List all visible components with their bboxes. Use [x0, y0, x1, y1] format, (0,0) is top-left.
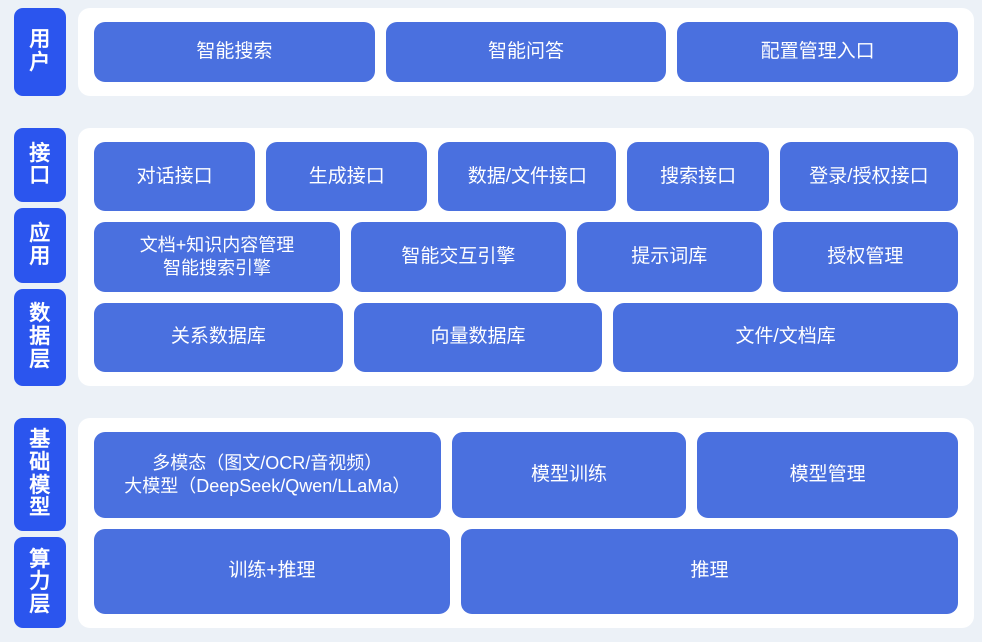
box-prompt-library[interactable]: 提示词库 [576, 222, 762, 292]
box-smart-qa[interactable]: 智能问答 [385, 22, 667, 82]
tab-column-base: 基础模型 算力层 [14, 418, 66, 629]
section-middle: 接口 应用 数据层 对话接口 生成接口 数据/文件接口 搜索接口 登录/授权接口… [0, 120, 982, 394]
tab-column-user: 用户 [14, 8, 66, 96]
row-model: 多模态（图文/OCR/音视频） 大模型（DeepSeek/Qwen/LLaMa）… [94, 432, 958, 518]
layer-tab-interface-label: 接口 [29, 141, 51, 188]
box-config-management-entry[interactable]: 配置管理入口 [677, 22, 959, 82]
layer-tab-data[interactable]: 数据层 [14, 288, 66, 386]
row-compute: 训练+推理 推理 [94, 528, 958, 614]
panel-user: 智能搜索 智能问答 配置管理入口 [78, 8, 974, 96]
row-application: 文档+知识内容管理 智能搜索引擎 智能交互引擎 提示词库 授权管理 [94, 222, 959, 292]
box-smart-search[interactable]: 智能搜索 [94, 22, 375, 82]
box-doc-knowledge-management-line2: 智能搜索引擎 [162, 257, 271, 278]
box-vector-database[interactable]: 向量数据库 [353, 302, 603, 372]
layer-tab-foundation-model[interactable]: 基础模型 [14, 418, 66, 532]
row-user: 智能搜索 智能问答 配置管理入口 [94, 22, 959, 82]
layer-tab-application-label: 应用 [29, 221, 51, 268]
section-user: 用户 智能搜索 智能问答 配置管理入口 [0, 0, 982, 104]
box-training-inference[interactable]: 训练+推理 [94, 528, 450, 614]
box-relational-database[interactable]: 关系数据库 [94, 302, 343, 372]
box-model-management[interactable]: 模型管理 [697, 432, 958, 518]
box-inference[interactable]: 推理 [460, 528, 958, 614]
layer-tab-user[interactable]: 用户 [14, 8, 66, 96]
layer-tab-user-label: 用户 [29, 28, 51, 74]
panel-middle: 对话接口 生成接口 数据/文件接口 搜索接口 登录/授权接口 文档+知识内容管理… [78, 128, 974, 386]
box-multimodal-large-model[interactable]: 多模态（图文/OCR/音视频） 大模型（DeepSeek/Qwen/LLaMa） [94, 432, 441, 518]
box-multimodal-large-model-line1: 多模态（图文/OCR/音视频） [152, 452, 383, 473]
box-search-api[interactable]: 搜索接口 [627, 142, 769, 212]
box-file-document-store[interactable]: 文件/文档库 [613, 302, 958, 372]
layer-tab-data-label: 数据层 [29, 302, 51, 371]
box-login-auth-api[interactable]: 登录/授权接口 [779, 142, 958, 212]
box-multimodal-large-model-line2: 大模型（DeepSeek/Qwen/LLaMa） [124, 475, 411, 496]
box-authorization-management[interactable]: 授权管理 [772, 222, 959, 292]
box-doc-knowledge-management-line1: 文档+知识内容管理 [139, 234, 295, 255]
box-model-training[interactable]: 模型训练 [451, 432, 687, 518]
section-base: 基础模型 算力层 多模态（图文/OCR/音视频） 大模型（DeepSeek/Qw… [0, 410, 982, 638]
layer-tab-compute-label: 算力层 [29, 547, 51, 617]
box-doc-knowledge-management[interactable]: 文档+知识内容管理 智能搜索引擎 [94, 222, 340, 292]
tab-column-middle: 接口 应用 数据层 [14, 128, 66, 386]
box-dialog-api[interactable]: 对话接口 [94, 142, 256, 212]
row-interface: 对话接口 生成接口 数据/文件接口 搜索接口 登录/授权接口 [94, 142, 958, 212]
layer-tab-compute[interactable]: 算力层 [14, 537, 66, 629]
row-data: 关系数据库 向量数据库 文件/文档库 [94, 302, 958, 372]
section-gap-2 [0, 394, 982, 410]
box-data-file-api[interactable]: 数据/文件接口 [438, 142, 617, 212]
panel-base: 多模态（图文/OCR/音视频） 大模型（DeepSeek/Qwen/LLaMa）… [78, 418, 974, 628]
layer-tab-application[interactable]: 应用 [14, 208, 66, 283]
box-generation-api[interactable]: 生成接口 [266, 142, 428, 212]
layer-tab-foundation-model-label: 基础模型 [29, 428, 51, 520]
box-smart-interaction-engine[interactable]: 智能交互引擎 [351, 222, 566, 292]
section-gap-1 [0, 104, 982, 120]
layer-tab-interface[interactable]: 接口 [14, 128, 66, 203]
